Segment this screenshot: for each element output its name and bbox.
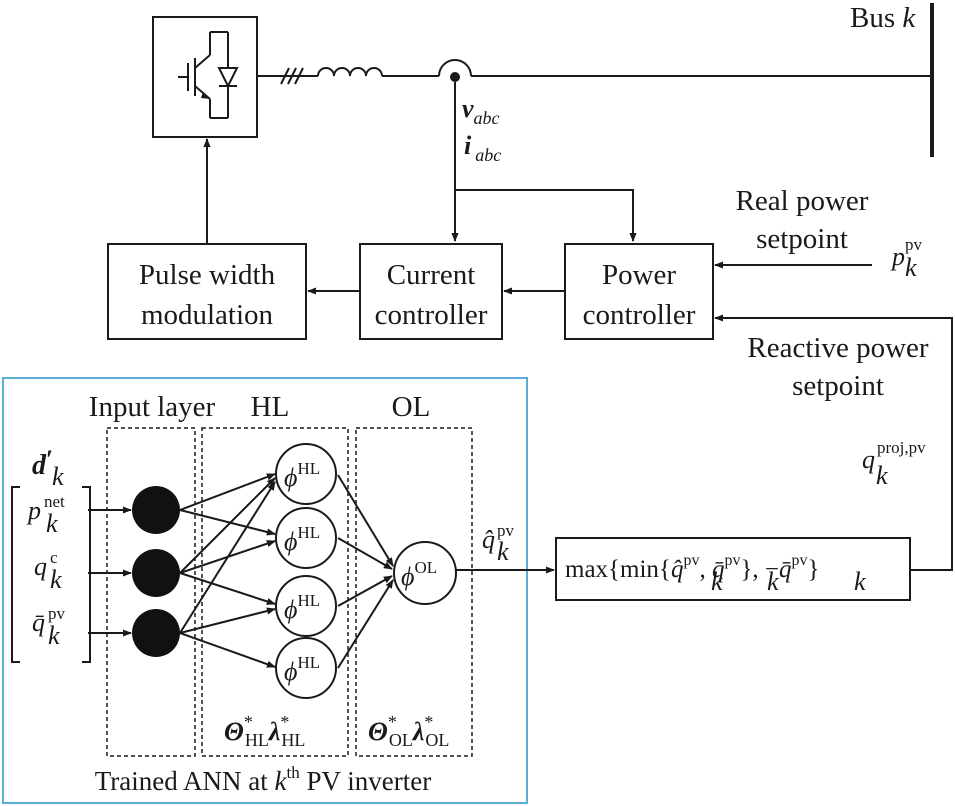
svg-text:qc: qc — [34, 548, 58, 581]
input-layer-region — [106, 427, 196, 757]
ann-frame — [2, 377, 528, 804]
input-vector-symbol: d′ — [32, 445, 53, 481]
three-phase-mark — [280, 67, 304, 85]
q-proj-sub: k — [876, 461, 888, 490]
projection-k1: k — [711, 567, 723, 596]
hidden-output-connections — [337, 474, 394, 669]
reactive-setpoint-arrow — [714, 314, 953, 571]
ann-caption: Trained ANN at kth PV inverter — [95, 763, 431, 796]
svg-text:q̄pv: q̄pv — [32, 604, 66, 637]
output-node: ϕOL — [393, 541, 457, 605]
input-q-bar-pv: q̄pv k — [32, 604, 66, 650]
projection-block: max{min{q̂pv, q̄pv}, −q̄pv} k k k — [555, 537, 911, 601]
svg-text:ϕHL: ϕHL — [284, 653, 320, 686]
input-vector-sub: k — [52, 462, 64, 491]
input-node-3 — [132, 609, 180, 657]
voltage-label: vabc — [462, 94, 500, 128]
bus-label: Bus k — [850, 2, 916, 34]
right-bracket — [82, 486, 91, 663]
svg-text:k: k — [50, 565, 62, 594]
p-pv-symbol: ppv — [890, 235, 923, 271]
projection-expression: max{min{q̂pv, q̄pv}, −q̄pv} — [565, 552, 820, 583]
output-layer-params: Θ*OLλ*OL — [368, 712, 449, 750]
hidden-layer-params: Θ*HLλ*HL — [224, 712, 305, 750]
inverter-block — [152, 16, 258, 138]
power-controller-label-line1: Power — [602, 259, 676, 291]
real-power-setpoint-line2: setpoint — [756, 223, 848, 255]
svg-text:ϕHL: ϕHL — [284, 459, 320, 492]
output-layer-region — [355, 427, 473, 757]
pwm-label-line2: modulation — [141, 299, 274, 331]
svg-text:k: k — [497, 537, 509, 566]
input-hidden-connections — [179, 473, 276, 668]
reactive-power-setpoint-line2: setpoint — [792, 370, 884, 402]
measurement-to-power-controller — [455, 189, 637, 242]
power-controller-label-line2: controller — [583, 299, 696, 331]
svg-text:ϕHL: ϕHL — [284, 523, 320, 556]
igbt-diode-icon — [178, 31, 239, 119]
input-layer-label: Input layer — [89, 391, 216, 423]
input-node-1 — [132, 486, 180, 534]
output-layer-label: OL — [392, 391, 431, 423]
hidden-node-3: ϕHL — [275, 575, 337, 637]
projection-k2: k — [767, 567, 779, 596]
real-power-setpoint-line1: Real power — [736, 185, 869, 217]
svg-text:k: k — [48, 621, 60, 650]
reactive-power-setpoint-line1: Reactive power — [747, 332, 929, 364]
hidden-node-1: ϕHL — [275, 443, 337, 505]
input-node-2 — [132, 549, 180, 597]
pwm-block: Pulse width modulation — [107, 243, 307, 340]
sensor-node — [450, 72, 460, 82]
current-controller-block: Current controller — [359, 243, 503, 340]
svg-text:k: k — [46, 509, 58, 538]
power-controller-block: Power controller — [564, 243, 714, 340]
current-controller-label-line2: controller — [375, 299, 488, 331]
hidden-node-2: ϕHL — [275, 507, 337, 569]
svg-text:q̂pv: q̂pv — [482, 521, 515, 554]
current-controller-label-line1: Current — [387, 259, 476, 291]
current-sensor-icon — [438, 59, 472, 77]
pwm-label-line1: Pulse width — [139, 259, 276, 291]
svg-text:ϕOL: ϕOL — [401, 558, 437, 591]
ann-output-symbol: q̂pv k — [482, 521, 515, 566]
hidden-layer-region — [201, 427, 349, 757]
svg-text:ϕHL: ϕHL — [284, 591, 320, 624]
left-bracket — [11, 486, 20, 663]
inductor-icon — [317, 67, 383, 77]
hidden-layer-label: HL — [251, 391, 290, 423]
projection-k3: k — [854, 567, 866, 596]
hidden-node-4: ϕHL — [275, 637, 337, 699]
p-pv-sub: k — [905, 253, 917, 282]
